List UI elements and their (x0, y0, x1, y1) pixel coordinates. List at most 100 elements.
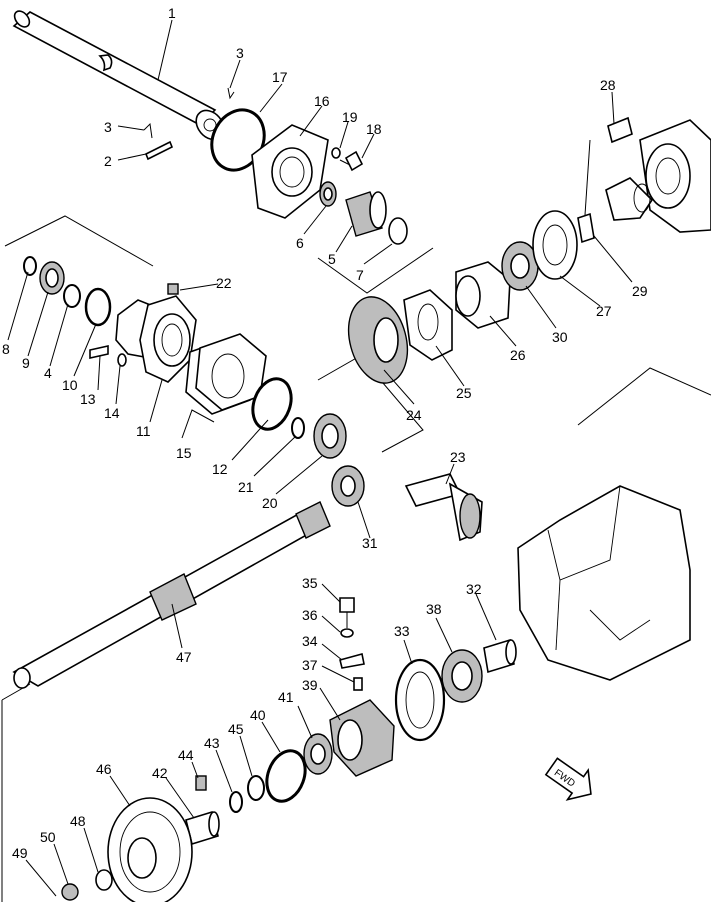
part-10-o-ring (84, 287, 112, 327)
part-13-bolt (89, 345, 109, 359)
label-part-46: 46 (96, 761, 112, 777)
part-38-bearing (441, 649, 483, 703)
label-part-3-b: 3 (236, 45, 244, 61)
part-27-gasket (532, 210, 578, 280)
label-part-13: 13 (80, 391, 96, 407)
label-part-18: 18 (366, 121, 382, 137)
part-12-o-ring (251, 377, 293, 431)
label-part-29: 29 (632, 283, 648, 299)
label-part-8: 8 (2, 341, 10, 357)
housing-upper-right (605, 119, 711, 233)
label-part-9: 9 (22, 355, 30, 371)
part-26-flange (455, 261, 511, 329)
part-37-pin (353, 677, 363, 691)
part-1-shaft (12, 10, 225, 141)
label-part-1: 1 (168, 5, 176, 21)
label-part-14: 14 (104, 405, 120, 421)
label-part-37: 37 (302, 657, 318, 673)
label-part-42: 42 (152, 765, 168, 781)
label-part-10: 10 (62, 377, 78, 393)
label-part-11: 11 (136, 423, 151, 439)
part-34-lock-plate (339, 653, 365, 669)
part-32-sleeve (483, 638, 517, 674)
part-25-gasket (403, 289, 453, 361)
part-30-bearing (501, 241, 539, 291)
part-4-snap-ring (63, 284, 81, 308)
label-part-16: 16 (314, 93, 330, 109)
part-40-o-ring (265, 749, 307, 803)
label-part-33: 33 (394, 623, 410, 639)
part-21-snap-ring (291, 417, 305, 439)
label-part-21: 21 (238, 479, 254, 495)
label-part-15: 15 (176, 445, 192, 461)
label-part-35: 35 (302, 575, 318, 591)
label-part-6: 6 (296, 235, 304, 251)
part-20-bearing (313, 413, 347, 459)
label-part-43: 43 (204, 735, 220, 751)
part-5-gear-sleeve (345, 191, 387, 237)
label-part-3-a: 3 (104, 119, 112, 135)
transmission-case (517, 485, 691, 681)
label-part-40: 40 (250, 707, 266, 723)
label-part-7: 7 (356, 267, 364, 283)
label-part-24: 24 (406, 407, 422, 423)
label-part-45: 45 (228, 721, 244, 737)
label-part-5: 5 (328, 251, 336, 267)
part-8-snap-ring (23, 256, 37, 276)
part-6-bearing (319, 181, 337, 207)
part-2-pin (144, 140, 174, 161)
part-9-bearing (39, 261, 65, 295)
label-part-27: 27 (596, 303, 612, 319)
label-part-34: 34 (302, 633, 318, 649)
part-35-bolt (339, 597, 355, 628)
group-lines (1, 139, 711, 902)
part-19-washer (331, 147, 341, 159)
label-part-39: 39 (302, 677, 318, 693)
label-part-48: 48 (70, 813, 86, 829)
part-16-plate (251, 124, 329, 219)
part-15-clutch-plates (185, 333, 267, 415)
part-labels: 1 2 3 3 4 5 6 7 8 9 10 11 12 13 14 15 16… (2, 5, 648, 861)
label-part-30: 30 (552, 329, 568, 345)
part-36-washer (340, 628, 354, 638)
label-part-20: 20 (262, 495, 278, 511)
label-part-22: 22 (216, 275, 232, 291)
part-14-washer (117, 353, 127, 367)
label-part-12: 12 (212, 461, 228, 477)
label-part-4: 4 (44, 365, 52, 381)
part-7-ring (388, 217, 408, 245)
part-3-cotter-pins (143, 87, 235, 139)
label-part-36: 36 (302, 607, 318, 623)
part-22-plug (167, 283, 179, 295)
part-50-nut (61, 883, 79, 901)
part-18-bolt (339, 150, 364, 172)
part-28-bolt (607, 116, 633, 144)
part-29-lock-plate (577, 212, 595, 244)
part-43-ring (229, 791, 243, 813)
label-part-28: 28 (600, 77, 616, 93)
label-part-25: 25 (456, 385, 472, 401)
label-part-44: 44 (178, 747, 194, 763)
label-part-50: 50 (40, 829, 56, 845)
part-41-bearing (303, 733, 333, 775)
label-part-17: 17 (272, 69, 288, 85)
part-31-gear (331, 465, 365, 507)
label-part-26: 26 (510, 347, 526, 363)
leader-lines (7, 19, 633, 897)
part-44-plug (195, 775, 207, 791)
label-part-2: 2 (104, 153, 112, 169)
label-part-41: 41 (278, 689, 294, 705)
part-24-bevel-gear (347, 296, 409, 384)
part-45-snap-ring (247, 775, 265, 801)
label-part-49: 49 (12, 845, 28, 861)
label-part-32: 32 (466, 581, 482, 597)
label-part-19: 19 (342, 109, 358, 125)
part-48-washer (95, 869, 113, 891)
part-47-long-shaft (12, 501, 331, 689)
part-46-hub (107, 797, 193, 902)
label-part-31: 31 (362, 535, 378, 551)
label-part-23: 23 (450, 449, 466, 465)
part-23-pinion-shaft (404, 473, 483, 542)
label-part-47: 47 (176, 649, 192, 665)
